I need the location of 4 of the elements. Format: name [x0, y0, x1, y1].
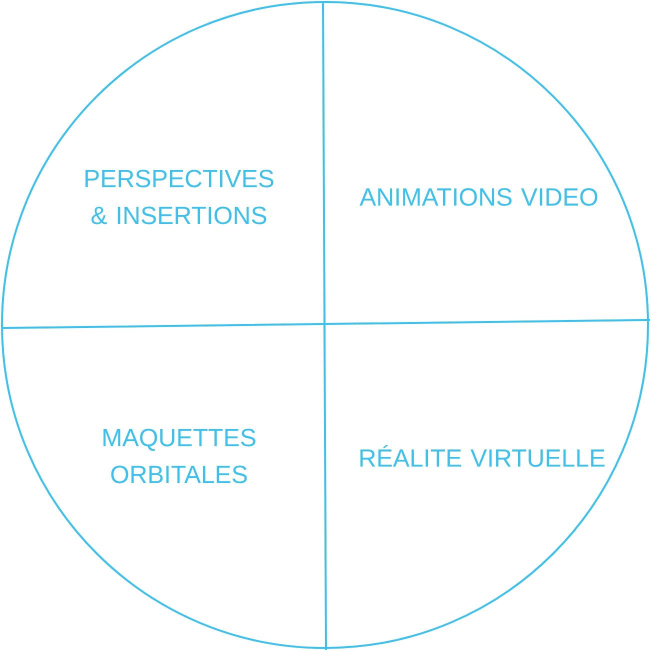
- quadrant-label: RÉALITE VIRTUELLE: [360, 445, 605, 467]
- quadrant-label: MAQUETTES ORBITALES: [104, 428, 256, 484]
- quadrant-label: ANIMATIONS VIDEO: [360, 188, 598, 206]
- quadrant-label: PERSPECTIVES & INSERTIONS: [86, 170, 274, 224]
